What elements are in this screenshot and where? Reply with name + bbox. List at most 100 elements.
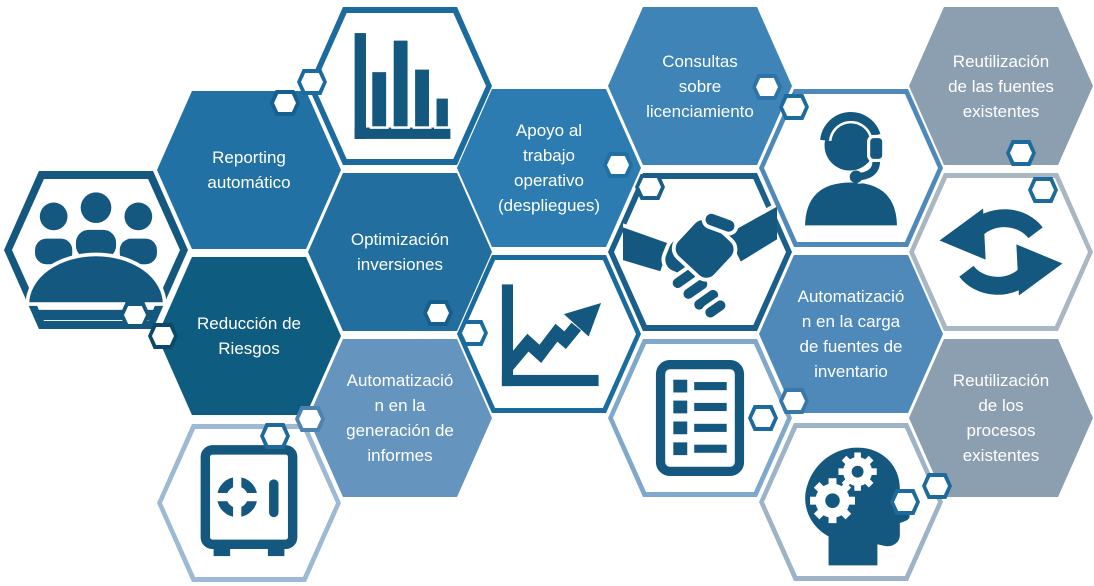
- hexagon-optimizacion-inversiones-line-1: Optimización: [350, 230, 450, 249]
- hexagon-reutilizacion-procesos-line-2: de los: [978, 396, 1024, 415]
- checklist-icon: [642, 360, 758, 476]
- hexagon-automatizacion-carga-inventario-line-4: inventario: [814, 362, 888, 381]
- hexagon-reporting-automatico-connector-marker: [270, 90, 300, 116]
- hexagon-reduccion-de-riesgos: Reducción de Riesgos: [148, 257, 341, 415]
- hexagon-consultas-licenciamiento-connector-marker-core: [756, 78, 778, 96]
- hexagon-optimizacion-inversiones-connector-marker-core: [427, 304, 449, 322]
- hexagon-line-chart: [457, 255, 641, 413]
- hexagon-optimizacion-inversiones-label: Optimización inversiones: [308, 173, 492, 331]
- hexagon-automatizacion-generacion-informes-line-4: informes: [367, 446, 433, 465]
- hexagon-reutilizacion-fuentes-label: Reutilización de las fuentes existentes: [909, 7, 1093, 165]
- bar-chart-icon: [337, 23, 463, 149]
- hexagon-bar-chart-connector-marker: [297, 69, 327, 95]
- hexagon-optimizacion-inversiones: Optimización inversiones: [308, 173, 492, 331]
- hexagon-sync-arrows-connector-marker: [1028, 177, 1058, 203]
- hexagon-automatizacion-generacion-informes-line-2: n en la: [374, 396, 426, 415]
- hexagon-checklist-connector-marker: [748, 405, 778, 431]
- hexagon-automatizacion-generacion-informes-shape: [308, 339, 492, 497]
- hexagon-handshake: [608, 173, 792, 331]
- hexagon-reduccion-de-riesgos-line-1: Reducción de: [197, 314, 301, 333]
- hexagon-apoyo-trabajo-operativo-connector-marker: [603, 152, 633, 178]
- hexagon-sync-arrows-connector-marker-core: [1032, 181, 1054, 199]
- hexagon-consultas-licenciamiento-line-2: sobre: [678, 76, 722, 96]
- hexagon-consultas-licenciamiento-line-3: licenciamiento: [646, 101, 754, 121]
- hexagon-reporting-automatico-line-1: Reporting: [212, 148, 286, 167]
- hexagon-reduccion-de-riesgos-line-2: Riesgos: [218, 339, 280, 358]
- hexagon-head-gears: [759, 423, 943, 581]
- hexagon-automatizacion-generacion-informes-connector-marker-core: [299, 410, 321, 428]
- hexagon-line-chart-connector-marker-core: [462, 324, 484, 342]
- hexagon-safe: [157, 423, 341, 582]
- hexagon-line-chart-connector-marker: [458, 320, 488, 346]
- hexagon-headset-agent-connector-marker-core: [783, 98, 805, 116]
- hexagon-reutilizacion-procesos-shape: [909, 339, 1093, 497]
- hexagon-automatizacion-carga-inventario-connector-marker-core: [783, 392, 805, 410]
- hexagon-head-gears-connector-marker-core: [894, 493, 916, 511]
- hexagon-reutilizacion-fuentes-connector-marker-core: [1010, 144, 1032, 162]
- hexagon-automatizacion-carga-inventario: Automatizació n en la carga de fuentes de i…: [759, 255, 943, 414]
- hexagon-reduccion-de-riesgos-connector-marker-core: [152, 327, 174, 345]
- hexagon-apoyo-trabajo-operativo-line-4: (despliegues): [497, 196, 601, 215]
- hexagon-apoyo-trabajo-operativo-connector-marker-core: [607, 156, 629, 174]
- hexagon-reporting-automatico: Reporting automático: [157, 90, 341, 249]
- hexagon-automatizacion-generacion-informes: Automatizació n en la generación de informe…: [295, 339, 492, 497]
- hexagon-reutilizacion-fuentes-connector-marker: [1006, 140, 1036, 166]
- hexagon-automatizacion-generacion-informes-line-3: generación de: [346, 421, 454, 440]
- hexagon-optimizacion-inversiones-connector-marker: [423, 300, 453, 326]
- hexagon-reutilizacion-procesos-connector-marker: [922, 473, 952, 499]
- hexagon-automatizacion-carga-inventario-line-3: de fuentes de: [799, 337, 903, 356]
- hexagon-automatizacion-generacion-informes-line-1: Automatizació: [346, 371, 454, 390]
- hexagon-apoyo-trabajo-operativo-label: Apoyo al trabajo operativo (despliegues): [457, 89, 641, 247]
- hexagon-consultas-licenciamiento-connector-marker: [752, 74, 782, 100]
- hexagon-reporting-automatico-shape: [157, 91, 341, 249]
- hexagon-reutilizacion-fuentes-line-3: existentes: [962, 101, 1040, 121]
- hexagon-headset-agent: [759, 89, 943, 247]
- hexagon-reutilizacion-procesos-connector-marker-core: [926, 477, 948, 495]
- hexagon-automatizacion-generacion-informes-connector-marker: [295, 406, 325, 432]
- hexagon-handshake-connector-marker-core: [639, 178, 661, 196]
- hexagon-consultas-licenciamiento-line-1: Consultas: [662, 51, 738, 71]
- hexagon-handshake-connector-marker: [635, 174, 665, 200]
- headset-agent-icon: [788, 105, 914, 231]
- hexagon-reporting-automatico-label: Reporting automático: [157, 91, 341, 249]
- hexagon-apoyo-trabajo-operativo-line-3: operativo: [514, 171, 584, 190]
- sync-arrows-icon: [937, 188, 1065, 316]
- hexagon-optimizacion-inversiones-line-2: inversiones: [357, 255, 443, 274]
- hexagon-apoyo-trabajo-operativo-line-1: Apoyo al: [515, 121, 583, 140]
- hexagon-meeting: [4, 171, 188, 329]
- hexagon-reduccion-de-riesgos-shape: [157, 257, 341, 415]
- hexagon-automatizacion-carga-inventario-connector-marker: [779, 388, 809, 414]
- hexagon-automatizacion-carga-inventario-line-1: Automatizació: [797, 287, 905, 306]
- hexagon-automatizacion-carga-inventario-shape: [759, 255, 943, 413]
- line-chart-icon: [487, 272, 611, 396]
- hexagon-automatizacion-carga-inventario-line-2: n en la carga: [801, 312, 901, 331]
- hexagon-reutilizacion-fuentes-line-2: de las fuentes: [948, 76, 1054, 96]
- hexagon-bar-chart-connector-marker-core: [301, 73, 323, 91]
- hexagon-consultas-licenciamiento-label: Consultas sobre licenciamiento: [608, 7, 792, 165]
- hexagon-checklist-connector-marker-core: [752, 409, 774, 427]
- hexagon-apoyo-trabajo-operativo: Apoyo al trabajo operativo (despliegues): [457, 89, 641, 247]
- hexagon-reporting-automatico-line-2: automático: [207, 173, 291, 192]
- hexagon-apoyo-trabajo-operativo-line-2: trabajo: [523, 146, 575, 165]
- hexagon-optimizacion-inversiones-shape: [308, 173, 492, 331]
- hexagon-reporting-automatico-connector-marker-core: [274, 94, 296, 112]
- hexagon-automatizacion-carga-inventario-label: Automatizació n en la carga de fuentes de i…: [759, 255, 943, 413]
- hexagon-head-gears-connector-marker: [890, 489, 920, 515]
- hexagon-checklist: [608, 339, 792, 497]
- safe-icon: [190, 444, 308, 562]
- hexagon-consultas-licenciamiento: Consultas sobre licenciamiento: [608, 7, 792, 165]
- hexagon-automatizacion-generacion-informes-label: Automatizació n en la generación de informe…: [308, 339, 492, 497]
- hexagon-meeting-connector-marker-core: [124, 306, 146, 324]
- hexagon-reutilizacion-fuentes-line-1: Reutilización: [952, 51, 1050, 71]
- hexagon-reutilizacion-fuentes: Reutilización de las fuentes existentes: [909, 7, 1093, 166]
- hexagon-safe-connector-marker-core: [264, 427, 286, 445]
- hexagon-reutilizacion-procesos-line-4: existentes: [962, 446, 1040, 465]
- hexagon-reduccion-de-riesgos-label: Reducción de Riesgos: [157, 257, 341, 415]
- hexagon-sync-arrows: [909, 173, 1093, 331]
- hexagon-safe-connector-marker: [260, 423, 290, 449]
- hexagon-meeting-connector-marker: [120, 302, 150, 328]
- hexagon-reutilizacion-procesos-line-3: procesos: [966, 421, 1036, 440]
